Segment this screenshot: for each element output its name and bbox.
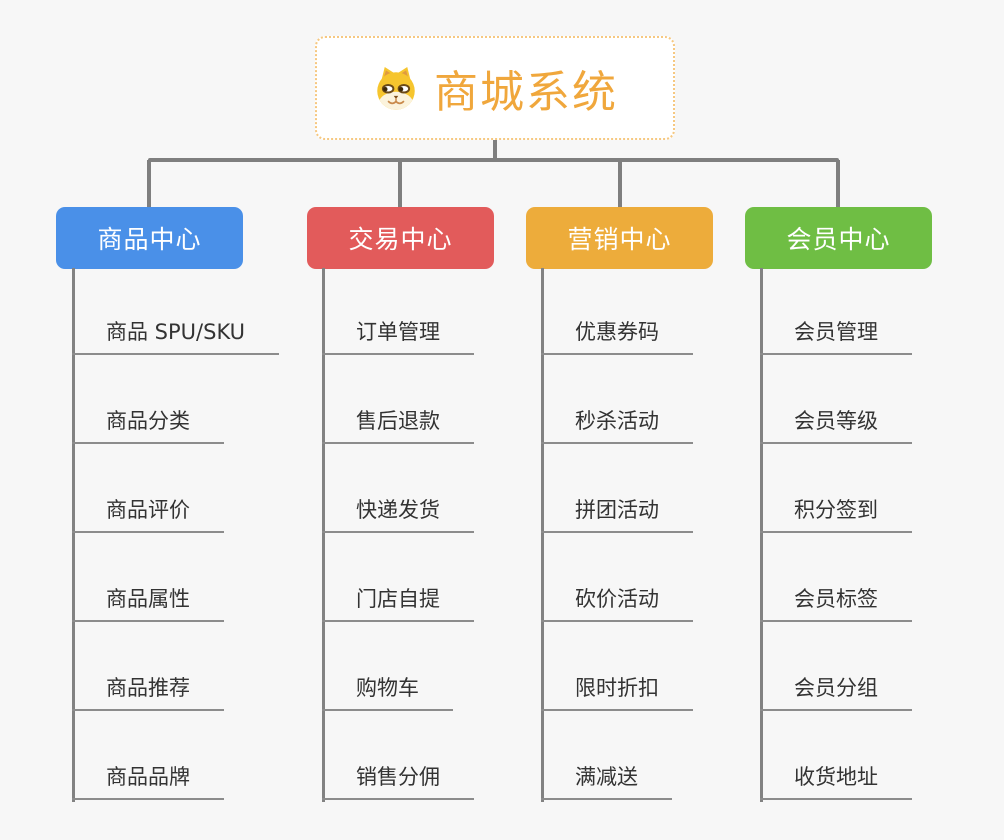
leaf-node[interactable]: 秒杀活动	[541, 409, 693, 444]
branch-drop-line	[836, 160, 840, 210]
branch-drop-line	[147, 160, 151, 210]
leaf-node[interactable]: 商品品牌	[72, 765, 224, 800]
leaf-node[interactable]: 优惠券码	[541, 320, 693, 355]
dog-face-icon	[377, 67, 415, 110]
branch-spine-line	[541, 268, 544, 802]
branch-spine-line	[322, 268, 325, 802]
branch-node-product-center[interactable]: 商品中心	[56, 207, 243, 269]
leaf-node[interactable]: 订单管理	[322, 320, 474, 355]
leaf-node[interactable]: 会员等级	[760, 409, 912, 444]
leaf-node[interactable]: 快递发货	[322, 498, 474, 533]
leaf-node[interactable]: 砍价活动	[541, 587, 693, 622]
branch-bus-line	[148, 158, 839, 162]
leaf-node[interactable]: 收货地址	[760, 765, 912, 800]
leaf-node[interactable]: 会员标签	[760, 587, 912, 622]
branch-node-member-center[interactable]: 会员中心	[745, 207, 932, 269]
leaf-node[interactable]: 商品 SPU/SKU	[72, 320, 280, 355]
branch-spine-line	[760, 268, 763, 802]
branch-drop-line	[398, 160, 402, 210]
root-title: 商城系统	[434, 67, 618, 118]
leaf-node[interactable]: 会员分组	[760, 676, 912, 711]
leaf-node[interactable]: 商品推荐	[72, 676, 224, 711]
branch-spine-line	[72, 268, 75, 802]
leaf-node[interactable]: 售后退款	[322, 409, 474, 444]
leaf-node[interactable]: 积分签到	[760, 498, 912, 533]
root-connector-line	[493, 138, 497, 162]
leaf-node[interactable]: 商品评价	[72, 498, 224, 533]
leaf-node[interactable]: 商品分类	[72, 409, 224, 444]
leaf-node[interactable]: 拼团活动	[541, 498, 693, 533]
branch-node-trade-center[interactable]: 交易中心	[307, 207, 494, 269]
leaf-node[interactable]: 会员管理	[760, 320, 912, 355]
leaf-node[interactable]: 商品属性	[72, 587, 224, 622]
leaf-node[interactable]: 购物车	[322, 676, 453, 711]
leaf-node[interactable]: 门店自提	[322, 587, 474, 622]
leaf-node[interactable]: 满减送	[541, 765, 672, 800]
branch-drop-line	[618, 160, 622, 210]
leaf-node[interactable]: 限时折扣	[541, 676, 693, 711]
leaf-node[interactable]: 销售分佣	[322, 765, 474, 800]
branch-node-marketing-center[interactable]: 营销中心	[526, 207, 713, 269]
root-node[interactable]: 商城系统	[315, 36, 675, 140]
